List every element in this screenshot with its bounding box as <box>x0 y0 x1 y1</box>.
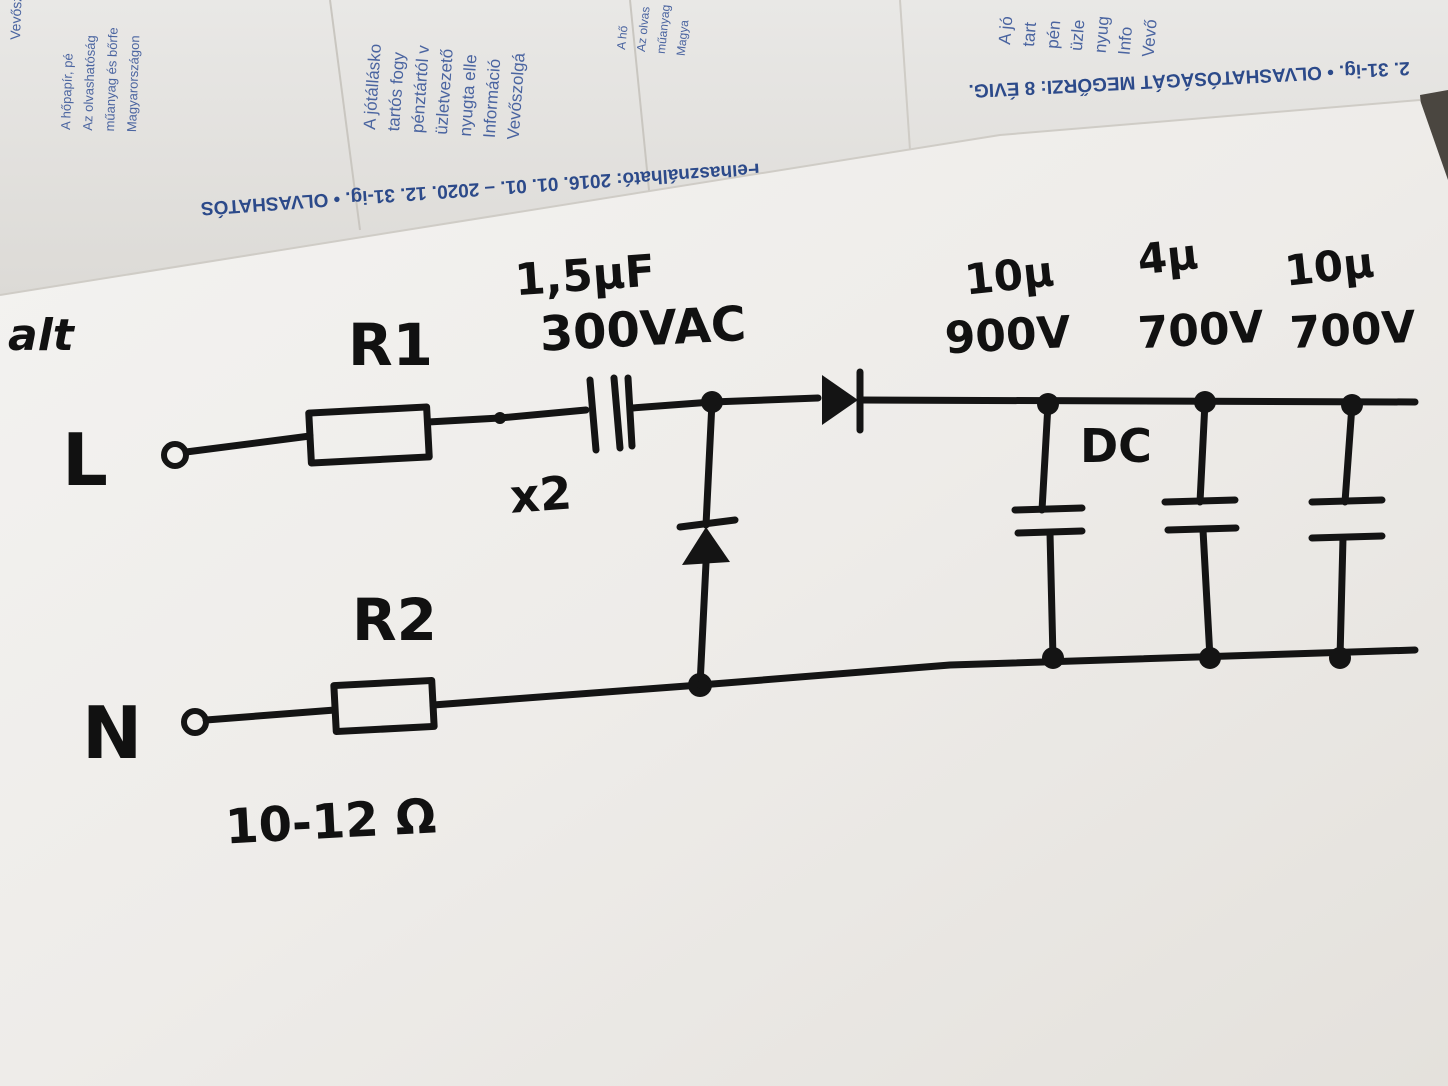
capacitor-c3-icon <box>1308 394 1386 669</box>
receipt-line: Magya <box>674 19 692 57</box>
wire-l-in <box>182 432 314 456</box>
wire-dc-positive <box>856 396 1419 406</box>
wire-cx2-node <box>628 398 716 412</box>
receipt-line: A jó <box>995 15 1016 45</box>
receipt-left-lines: A hőpapír, pé Az olvashatóság műanyag és… <box>58 27 142 132</box>
cx2-value: 1,5µF <box>513 246 657 307</box>
terminal-l-label: L <box>62 418 108 502</box>
c1-voltage: 900V <box>944 307 1072 365</box>
c3-value: 10µ <box>1282 238 1376 296</box>
receipt-line: Az olvashatóság <box>80 35 98 131</box>
wire-node-diode <box>708 394 822 406</box>
wire-shunt-top <box>702 398 716 529</box>
wire-to-cx2 <box>496 406 590 422</box>
receipt-line: Vevő <box>1139 19 1161 58</box>
receipt-line: Vevőszolgálat <box>7 0 26 40</box>
c3-voltage: 700V <box>1289 302 1417 360</box>
receipt-line: A hő <box>614 25 630 51</box>
capacitor-c2-icon <box>1161 391 1240 669</box>
wire-n-in <box>202 706 339 724</box>
capacitor-x2-icon <box>586 374 636 454</box>
receipt-line: Az olvas <box>634 6 653 53</box>
corner-label: alt <box>8 310 76 361</box>
c1-value: 10µ <box>962 247 1056 305</box>
c2-value: 4µ <box>1135 229 1200 284</box>
wire-shunt-bottom <box>696 559 710 689</box>
receipt-line: Magyarországon <box>124 35 142 132</box>
circuit-schematic: alt L N <box>8 229 1419 855</box>
r1-label: R1 <box>348 311 433 379</box>
receipt-line: A hőpapír, pé <box>58 53 76 130</box>
terminal-n-label: N <box>82 691 142 775</box>
resistor-r1-icon <box>305 403 433 467</box>
receipt-background: Felhasználható: 2016. 01. 01. – 2020. 12… <box>0 0 1448 300</box>
r2-label: R2 <box>352 586 437 654</box>
receipt-line: Info <box>1115 26 1136 56</box>
c2-voltage: 700V <box>1137 302 1265 360</box>
wire-dc-negative <box>696 646 1419 689</box>
receipt-line: tart <box>1019 21 1040 47</box>
receipt-right-lines: A jó tart pén üzle nyug Info Vevő <box>995 15 1161 58</box>
receipt-line: üzle <box>1067 19 1089 52</box>
wire-r2-node <box>429 681 704 709</box>
cx2-voltage: 300VAC <box>538 296 747 363</box>
diode-shunt-icon <box>676 516 739 565</box>
dc-label: DC <box>1080 419 1152 473</box>
wire-r1-c <box>424 414 504 426</box>
paper-sheet <box>0 100 1448 1086</box>
receipt-line: műanyag <box>654 4 673 55</box>
receipt-line: nyug <box>1091 15 1113 53</box>
receipt-line: pén <box>1043 20 1064 50</box>
r2-value: 10-12 Ω <box>224 788 438 855</box>
receipt-edge-left: Vevőszolgálat <box>7 0 26 40</box>
receipt-mid2-lines: A hő Az olvas műanyag Magya <box>614 4 692 57</box>
cx2-class: x2 <box>508 466 573 524</box>
capacitor-c1-icon <box>1011 393 1086 669</box>
receipt-line: műanyag és bőrfe <box>102 27 121 132</box>
